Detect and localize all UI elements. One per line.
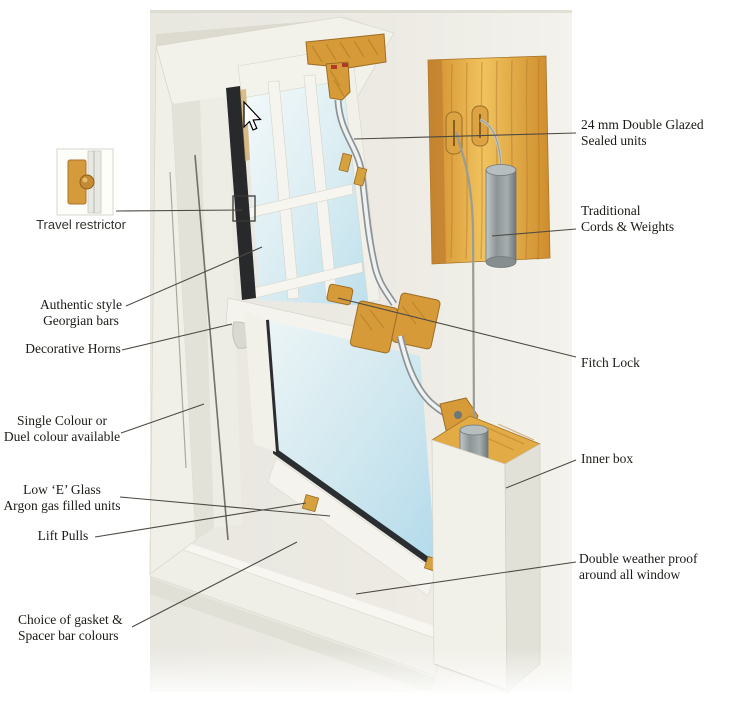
label-text: Double weather proof bbox=[579, 551, 698, 566]
lift-pull bbox=[301, 494, 320, 513]
label-cords-weights: Traditional Cords & Weights bbox=[581, 203, 731, 234]
cord-to-inner-box bbox=[454, 131, 476, 431]
leader-lift-pulls bbox=[94, 502, 307, 538]
label-gasket-choice: Choice of gasket & Spacer bar colours bbox=[18, 612, 140, 643]
label-text: Lift Pulls bbox=[37, 528, 89, 543]
leader-travel-restrictor bbox=[115, 209, 243, 212]
leader-weatherproof bbox=[355, 561, 577, 595]
label-text: Authentic style bbox=[39, 297, 123, 312]
label-low-e-glass: Low ‘E’ Glass Argon gas filled units bbox=[0, 482, 124, 513]
label-text: Spacer bar colours bbox=[18, 627, 119, 643]
label-lift-pulls: Lift Pulls bbox=[0, 528, 126, 544]
pulley-stile-panel bbox=[427, 55, 551, 431]
sash-weight-hanging bbox=[485, 164, 517, 268]
cursor-icon bbox=[243, 100, 262, 131]
label-travel-restrictor: Travel restrictor bbox=[18, 217, 144, 233]
label-text: Decorative Horns bbox=[25, 341, 121, 356]
leader-decorative-horns bbox=[121, 323, 233, 351]
leader-lines bbox=[94, 132, 577, 628]
travel-restrictor-inset bbox=[56, 148, 114, 216]
leader-gasket-choice bbox=[131, 541, 298, 628]
label-text: 24 mm Double Glazed bbox=[581, 117, 704, 132]
label-text: around all window bbox=[579, 566, 681, 582]
fitch-lock-and-rail-blocks bbox=[326, 283, 441, 354]
label-text: Argon gas filled units bbox=[3, 497, 121, 513]
leader-double-glazed bbox=[353, 132, 577, 140]
label-weatherproof: Double weather proof around all window bbox=[579, 551, 731, 582]
leader-colour-options bbox=[120, 403, 205, 434]
leader-cords-weights bbox=[491, 228, 577, 237]
sash-edge-gasket bbox=[226, 86, 256, 300]
leader-fitch-lock bbox=[337, 297, 577, 358]
georgian-bars bbox=[247, 74, 364, 300]
sash-cord-upper bbox=[334, 99, 398, 306]
label-text: Georgian bars bbox=[43, 312, 119, 328]
label-text: Fitch Lock bbox=[581, 355, 640, 370]
label-double-glazed: 24 mm Double Glazed Sealed units bbox=[581, 117, 731, 148]
label-text: Single Colour or bbox=[17, 413, 107, 428]
label-text: Inner box bbox=[581, 451, 634, 466]
label-decorative-horns: Decorative Horns bbox=[8, 341, 138, 357]
lower-sash bbox=[244, 310, 441, 597]
label-text: Travel restrictor bbox=[36, 217, 126, 232]
label-inner-box: Inner box bbox=[581, 451, 731, 467]
label-text: Duel colour available bbox=[3, 428, 121, 444]
label-colour-options: Single Colour or Duel colour available bbox=[0, 413, 124, 444]
label-text: Traditional bbox=[581, 203, 641, 218]
head-section-wood-cutaway bbox=[305, 33, 387, 101]
label-text: Cords & Weights bbox=[581, 218, 675, 234]
label-text: Sealed units bbox=[581, 132, 647, 148]
label-text: Choice of gasket & bbox=[18, 612, 123, 627]
inner-box bbox=[431, 415, 541, 693]
travel-restrictor-marker bbox=[232, 195, 256, 222]
leader-inner-box bbox=[505, 459, 577, 489]
leader-georgian-bars bbox=[125, 246, 263, 307]
label-fitch-lock: Fitch Lock bbox=[581, 355, 731, 371]
label-text: Low ‘E’ Glass bbox=[23, 482, 101, 497]
label-georgian-bars: Authentic style Georgian bars bbox=[20, 297, 142, 328]
leader-low-e-glass bbox=[119, 496, 331, 517]
